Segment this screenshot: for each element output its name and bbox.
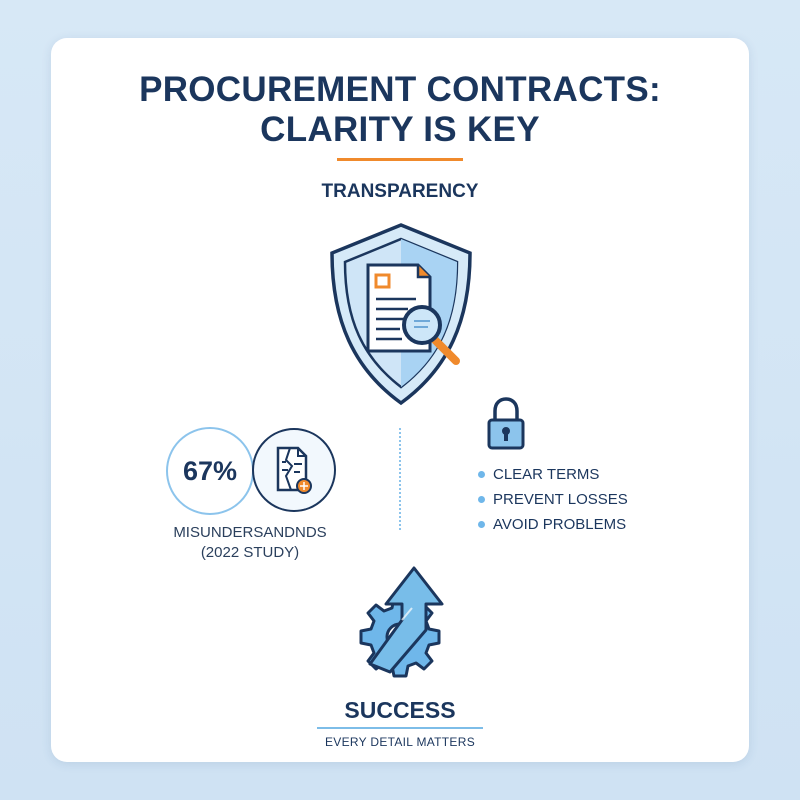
success-heading: SUCCESS (344, 697, 456, 723)
benefit-label: PREVENT LOSSES (493, 490, 628, 508)
benefits-list: CLEAR TERMS PREVENT LOSSES AVOID PROBLEM… (478, 462, 628, 537)
bullet-icon (478, 520, 485, 528)
lock-icon (487, 397, 525, 450)
list-item: PREVENT LOSSES (478, 487, 628, 511)
bullet-icon (478, 495, 485, 503)
title-underline (337, 158, 463, 161)
dotted-divider (399, 428, 401, 530)
benefit-label: AVOID PROBLEMS (493, 515, 627, 533)
arrow-gear-icon (359, 566, 444, 678)
list-item: CLEAR TERMS (478, 462, 628, 486)
list-item: AVOID PROBLEMS (478, 512, 628, 536)
stat-label: MISUNDERSANDNDS (173, 524, 327, 541)
page-title: PROCUREMENT CONTRACTS: CLARITY IS KEY (0, 70, 800, 150)
stat-percentage: 67% (166, 427, 254, 515)
footer-underline (317, 727, 483, 729)
footer-tagline: EVERY DETAIL MATTERS (324, 735, 476, 749)
torn-document-icon (276, 446, 312, 494)
title-line-2: CLARITY IS KEY (260, 110, 540, 149)
stat-source: (2022 STUDY) (200, 544, 300, 561)
shield-document-magnifier-icon (330, 223, 472, 406)
bullet-icon (478, 470, 485, 478)
section-heading-transparency: TRANSPARENCY (321, 181, 479, 202)
benefit-label: CLEAR TERMS (493, 465, 600, 483)
title-line-1: PROCUREMENT CONTRACTS: (139, 70, 661, 109)
